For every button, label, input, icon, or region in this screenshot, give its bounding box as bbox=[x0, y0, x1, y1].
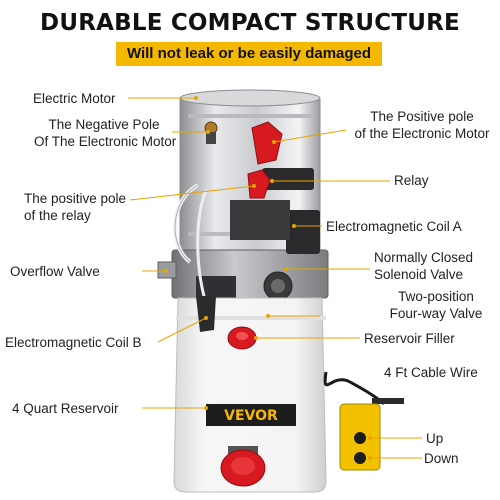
label-four-way-line2: Four-way Valve bbox=[389, 306, 483, 321]
relay-assembly bbox=[230, 168, 320, 254]
brand-logo: VEVOR bbox=[224, 408, 278, 424]
label-positive-pole-relay-line2: of the relay bbox=[24, 208, 91, 223]
leader-dots bbox=[164, 96, 372, 460]
positive-pole-relay-cap bbox=[247, 169, 271, 199]
label-positive-pole-relay-line1: The positive pole bbox=[24, 191, 127, 206]
label-positive-pole-motor-line2: of the Electronic Motor bbox=[354, 126, 490, 141]
drain-cap bbox=[220, 446, 266, 487]
reservoir-tank bbox=[173, 297, 327, 493]
label-four-way-line1: Two-position bbox=[398, 289, 474, 304]
label-overflow-valve: Overflow Valve bbox=[10, 264, 100, 279]
remote-control bbox=[339, 398, 404, 471]
label-negative-pole: The Negative Pole Of The Electronic Moto… bbox=[34, 116, 177, 150]
leader-lines bbox=[128, 97, 422, 459]
label-down: Down bbox=[424, 451, 459, 466]
page-title: DURABLE COMPACT STRUCTURE bbox=[40, 10, 460, 36]
label-cable-wire: 4 Ft Cable Wire bbox=[384, 365, 478, 380]
label-relay: Relay bbox=[394, 173, 429, 188]
label-negative-pole-line2: Of The Electronic Motor bbox=[34, 134, 177, 149]
label-reservoir: 4 Quart Reservoir bbox=[12, 401, 119, 416]
label-positive-pole-motor: The Positive pole of the Electronic Moto… bbox=[344, 108, 500, 142]
label-coil-a: Electromagnetic Coil A bbox=[326, 219, 462, 234]
subtitle-banner: Will not leak or be easily damaged bbox=[116, 42, 382, 66]
up-button-icon bbox=[354, 432, 366, 444]
coil-b bbox=[196, 296, 216, 332]
positive-pole-motor-cap bbox=[251, 121, 283, 165]
label-negative-pole-line1: The Negative Pole bbox=[48, 117, 160, 132]
label-up: Up bbox=[426, 431, 444, 446]
label-nc-valve-line2: Solenoid Valve bbox=[374, 267, 464, 282]
label-reservoir-filler: Reservoir Filler bbox=[364, 331, 455, 346]
label-electric-motor: Electric Motor bbox=[33, 91, 116, 106]
label-nc-valve-line1: Normally Closed bbox=[374, 250, 474, 265]
reservoir-filler-cap bbox=[227, 326, 257, 350]
label-four-way-valve: Two-position Four-way Valve bbox=[380, 288, 492, 322]
label-coil-b: Electromagnetic Coil B bbox=[5, 335, 142, 350]
label-nc-solenoid-valve: Normally Closed Solenoid Valve bbox=[374, 249, 473, 283]
down-button-icon bbox=[354, 452, 366, 464]
label-positive-pole-motor-line1: The Positive pole bbox=[370, 109, 474, 124]
label-positive-pole-relay: The positive pole of the relay bbox=[24, 190, 126, 224]
